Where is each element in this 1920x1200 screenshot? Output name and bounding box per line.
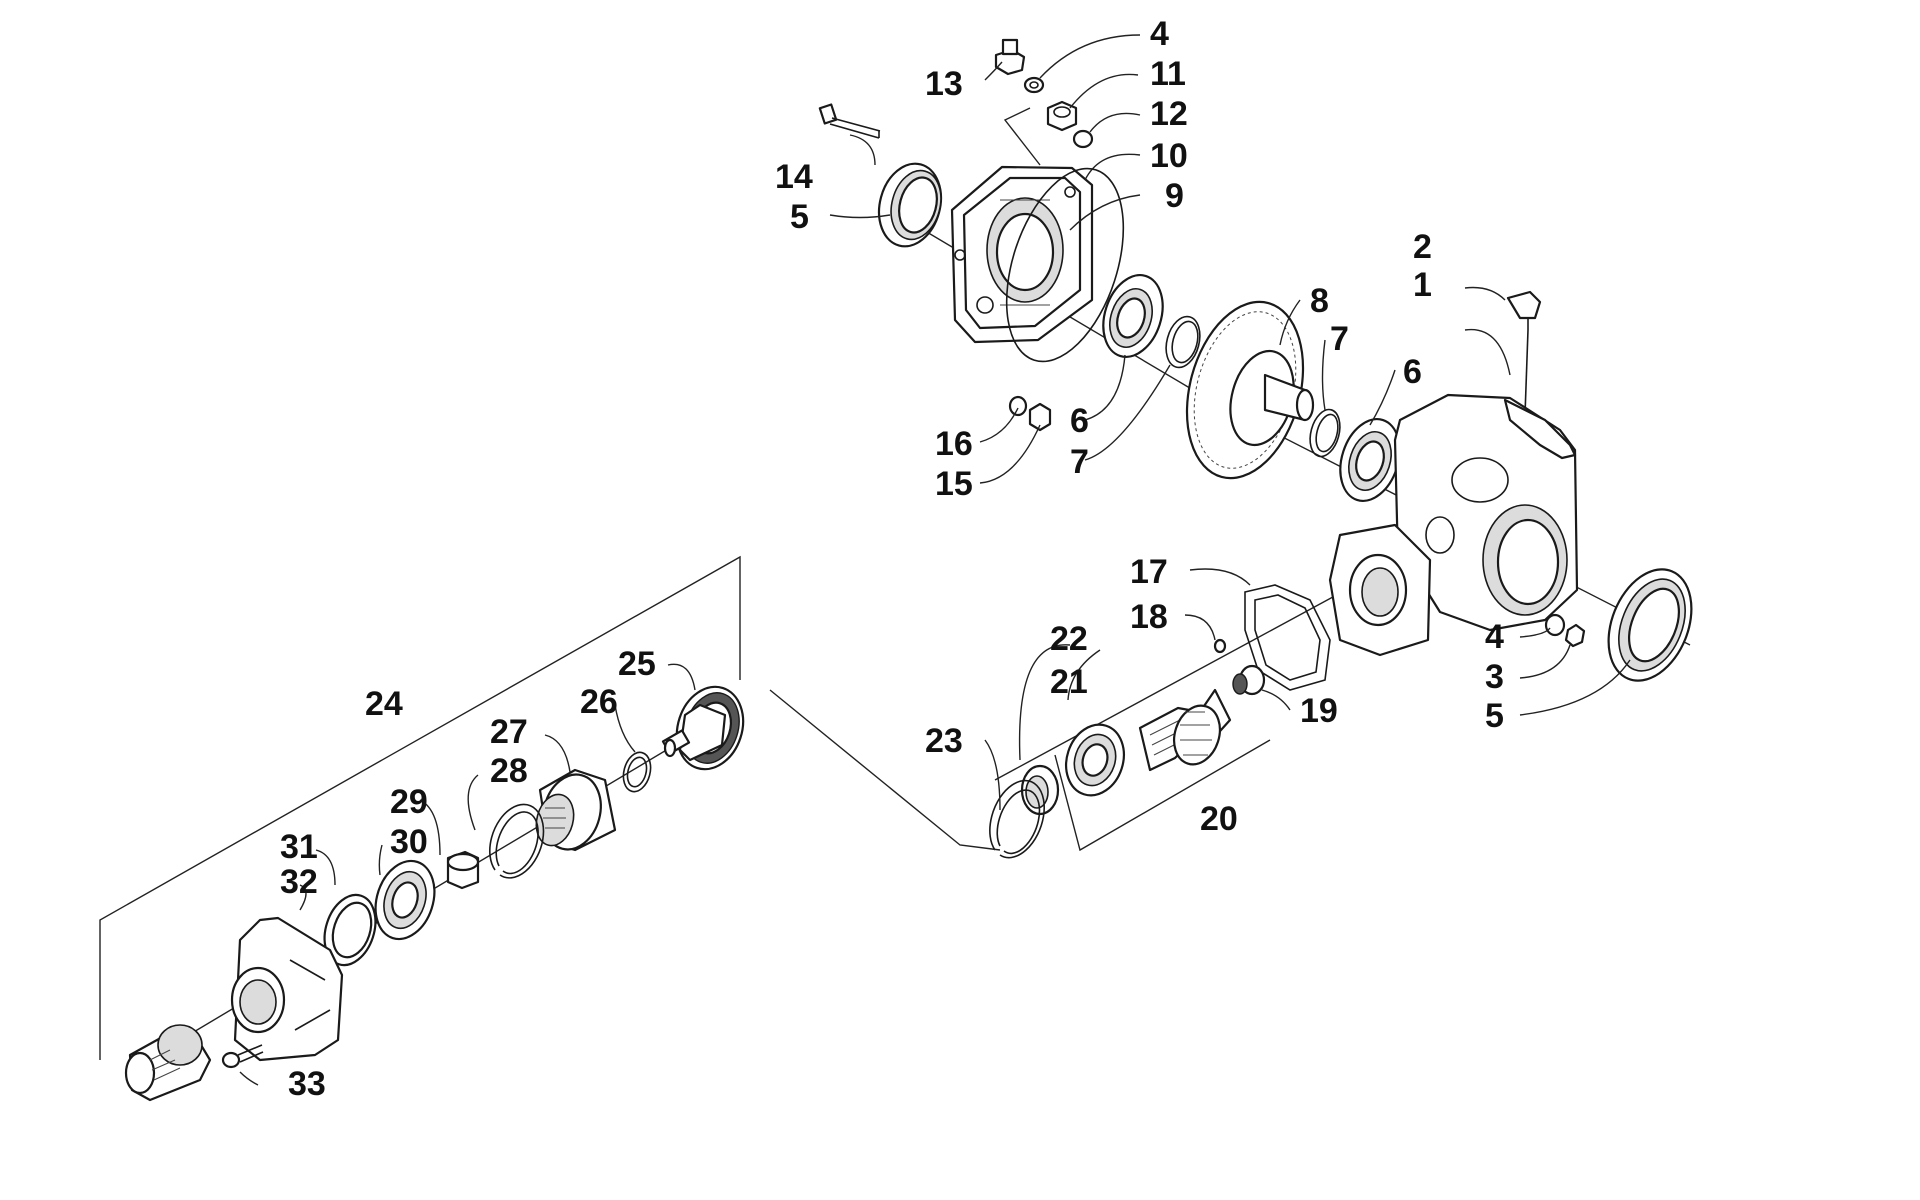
label-10: 10 [1150, 137, 1188, 175]
part-8-ring-gear [1185, 300, 1315, 480]
assembly-24-bracket [99, 555, 741, 1060]
label-26: 26 [580, 683, 618, 721]
label-3: 3 [1485, 658, 1504, 696]
label-5-right: 5 [1485, 697, 1504, 735]
label-31: 31 [280, 828, 318, 866]
label-29: 29 [390, 783, 428, 821]
label-17: 17 [1130, 553, 1168, 591]
label-14: 14 [775, 158, 813, 196]
part-number-labels: 1 2 3 4 4 5 5 6 6 7 7 8 9 10 11 12 13 14… [280, 15, 1504, 1103]
part-1-gear-case [1328, 393, 1579, 657]
part-29-bushing [446, 850, 480, 890]
part-27-sleeve [535, 768, 617, 852]
label-33: 33 [288, 1065, 326, 1103]
label-4-top: 4 [1150, 15, 1169, 53]
part-4-washer-top [1023, 76, 1045, 94]
label-16: 16 [935, 425, 973, 463]
label-32: 32 [280, 863, 318, 901]
label-13: 13 [925, 65, 963, 103]
label-8: 8 [1310, 282, 1329, 320]
leader-lines [239, 34, 1631, 1086]
label-9: 9 [1165, 177, 1184, 215]
label-28: 28 [490, 752, 528, 790]
output-shaft [124, 1024, 212, 1102]
part-17-gasket [1244, 584, 1331, 691]
part-15-nut [1028, 402, 1052, 432]
part-11-fill-plug [1046, 100, 1078, 132]
part-5-seal-left [877, 162, 943, 248]
part-28-snap-ring [489, 803, 545, 879]
label-27: 27 [490, 713, 528, 751]
part-16-washer [1008, 395, 1028, 417]
label-25: 25 [618, 645, 656, 683]
label-18: 18 [1130, 598, 1168, 636]
part-33-bolt [221, 1044, 264, 1069]
part-25-clutch [661, 685, 745, 771]
part-4-washer-right [1544, 613, 1566, 637]
part-19-needle-bearing [1232, 664, 1266, 696]
label-22: 22 [1050, 620, 1088, 658]
part-21-bearing [1065, 723, 1125, 797]
part-7-shim-right [1309, 408, 1341, 458]
label-24: 24 [365, 685, 403, 723]
part-13-drain-plug [994, 38, 1026, 76]
label-19: 19 [1300, 692, 1338, 730]
label-7-upper: 7 [1070, 443, 1089, 481]
label-23: 23 [925, 722, 963, 760]
part-9-o-ring-large [1005, 167, 1125, 363]
part-14-bolt [818, 103, 881, 139]
part-26-snap-ring [622, 751, 652, 793]
part-23-snap-ring [989, 779, 1046, 859]
label-21: 21 [1050, 663, 1088, 701]
label-20: 20 [1200, 800, 1238, 838]
label-2: 2 [1413, 228, 1432, 266]
label-30: 30 [390, 823, 428, 861]
label-11: 11 [1150, 55, 1186, 93]
part-12-o-ring [1072, 129, 1094, 149]
label-12: 12 [1150, 95, 1188, 133]
part-10-housing-cover [950, 165, 1094, 344]
label-6-upper: 6 [1070, 402, 1089, 440]
part-31-seal [323, 893, 377, 967]
label-5-left: 5 [790, 198, 809, 236]
label-7-right: 7 [1330, 320, 1349, 358]
part-32-housing [230, 916, 344, 1062]
label-4-right: 4 [1485, 618, 1504, 656]
part-18-pin [1213, 638, 1227, 654]
part-30-bearing [374, 859, 436, 941]
part-3-bolt [1564, 623, 1586, 648]
part-5-seal-right [1607, 568, 1693, 682]
part-20-pinion-shaft [1138, 688, 1232, 772]
part-7-shim-upper [1165, 315, 1201, 369]
label-1: 1 [1413, 266, 1432, 304]
label-15: 15 [935, 465, 973, 503]
label-6-right: 6 [1403, 353, 1422, 391]
part-6-bearing-upper [1102, 274, 1164, 358]
